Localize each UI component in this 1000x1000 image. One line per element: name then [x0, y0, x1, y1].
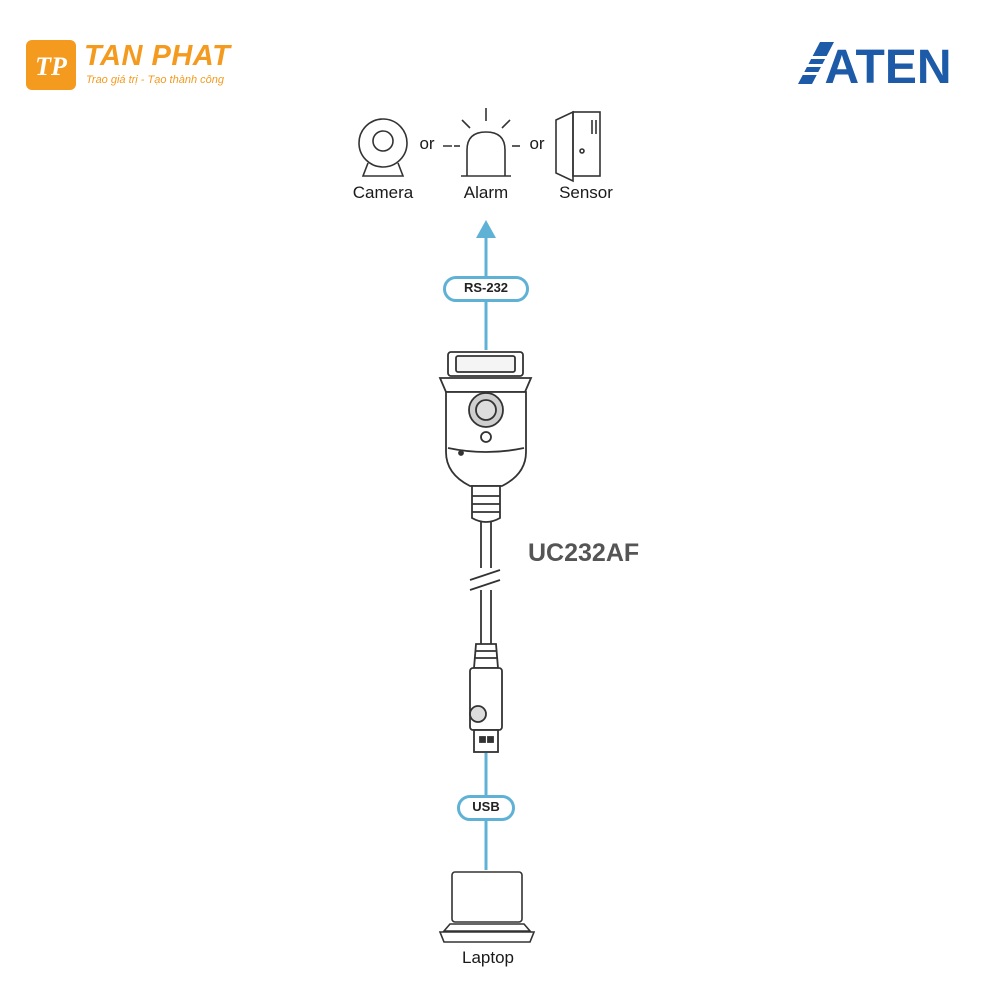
camera-icon	[358, 118, 408, 177]
tanphat-brand-name: TAN PHAT	[84, 40, 231, 72]
usb-badge: USB	[457, 795, 515, 821]
db9-adapter	[438, 351, 533, 523]
aten-logo: ATEN	[794, 41, 950, 88]
aten-logo-stripes-icon	[794, 42, 834, 84]
alarm-icon	[454, 108, 520, 177]
or-label-left: or	[419, 134, 435, 153]
camera-label: Camera	[352, 183, 414, 202]
product-model-label: UC232AF	[528, 539, 640, 567]
tanphat-logo: TP	[26, 38, 256, 93]
sensor-icon	[555, 110, 601, 183]
cable	[469, 522, 502, 645]
svg-text:TP: TP	[35, 52, 68, 81]
alarm-label: Alarm	[463, 183, 509, 202]
tanphat-tagline: Trao giá trị - Tạo thành công	[86, 74, 224, 86]
usb-connector	[469, 643, 503, 753]
aten-logo-text: ATEN	[824, 41, 950, 88]
tanphat-logo-mark-icon: TP	[26, 40, 76, 90]
or-label-right: or	[529, 134, 545, 153]
arrow-up-icon	[476, 220, 496, 238]
laptop-icon	[438, 871, 536, 943]
laptop-label: Laptop	[462, 948, 514, 967]
rs232-badge: RS-232	[443, 276, 529, 302]
sensor-label: Sensor	[559, 183, 613, 202]
